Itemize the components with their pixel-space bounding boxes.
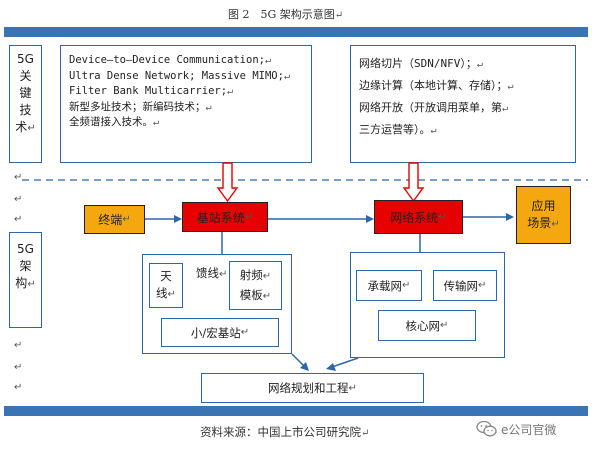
network-tech-line: 网络开放（开放调用菜单，第↵: [359, 101, 509, 114]
network-planning-node: 网络规划和工程↵: [201, 373, 424, 403]
network-tech-line: 边缘计算（本地计算、存储）；↵: [359, 79, 514, 92]
feeder-label: 馈线↵: [196, 266, 228, 280]
bearer-network-node: 承载网↵: [356, 270, 422, 301]
transport-network-node: 传输网↵: [433, 270, 497, 301]
key-tech-line: 新型多址技术；新编码技术；↵: [69, 100, 212, 113]
return-mark: ↵: [14, 172, 23, 183]
rf-module-node: 射频↵ 模板↵: [229, 261, 282, 310]
network-components-group: [350, 252, 505, 358]
network-tech-line: 网络切片（SDN/NFV）；↵: [359, 57, 483, 70]
network-tech-line: 三方运营等）。↵: [359, 123, 437, 136]
watermark: e公司官微: [476, 420, 556, 438]
arrowhead: [300, 362, 309, 371]
hollow-arrow-to-network-system: [402, 162, 425, 203]
source-note: 资料来源：中国上市公司研究院↵: [200, 425, 370, 439]
key-tech-label-line: 术↵: [15, 120, 36, 134]
return-mark: ↵: [14, 194, 23, 205]
arrowhead: [366, 215, 374, 223]
arrowhead: [326, 363, 336, 371]
top-divider-bar: [4, 27, 588, 37]
core-network-node: 核心网↵: [378, 310, 476, 341]
key-tech-label-line: 技: [19, 103, 32, 117]
arrow-right-to-planning: [331, 357, 359, 368]
arrow-left-to-planning: [291, 353, 306, 368]
wechat-icon: [476, 420, 497, 437]
terminal-node: 终端↵: [84, 205, 145, 234]
small-macro-station-node: 小/宏基站↵: [161, 318, 279, 347]
return-mark: ↵: [14, 214, 23, 225]
return-mark: ↵: [14, 340, 23, 351]
key-tech-line: Ultra Dense Network; Massive MIMO;↵: [69, 69, 290, 82]
return-mark: ↵: [14, 382, 23, 393]
base-station-system-node: 基站系统↵: [182, 202, 268, 232]
architecture-label-line: 架: [19, 259, 32, 273]
architecture-label-box: 5G 架 构↵: [9, 232, 42, 328]
key-tech-label-line: 键: [19, 86, 32, 100]
key-tech-line: Filter Bank Multicarrier;↵: [69, 85, 234, 98]
network-system-node: 网络系统↵: [374, 200, 463, 234]
application-scene-node: 应用 场景↵: [516, 186, 571, 244]
key-tech-line: Device—to—Device Communication;↵: [69, 54, 271, 66]
figure-caption: 图 2 5G 架构示意图↵: [228, 8, 344, 21]
key-tech-line: 全频谱接入技术。↵: [69, 116, 160, 129]
bottom-divider-bar: [4, 406, 588, 416]
network-tech-list-box: 网络切片（SDN/NFV）；↵ 边缘计算（本地计算、存储）；↵ 网络开放（开放调…: [350, 45, 576, 163]
hollow-arrow-to-base-station: [216, 162, 239, 203]
architecture-label-line: 5G: [17, 242, 34, 256]
arrowhead: [506, 213, 514, 221]
key-tech-label-line: 5G: [17, 52, 34, 66]
architecture-label-line: 构↵: [15, 276, 36, 290]
return-mark: ↵: [14, 362, 23, 373]
key-tech-label-box: 5G 关 键 技 术↵: [9, 45, 42, 163]
key-tech-list-box: Device—to—Device Communication;↵ Ultra D…: [60, 45, 312, 163]
arrowhead: [174, 215, 182, 223]
key-tech-label-line: 关: [19, 69, 32, 83]
antenna-node: 天 线↵: [149, 263, 183, 308]
